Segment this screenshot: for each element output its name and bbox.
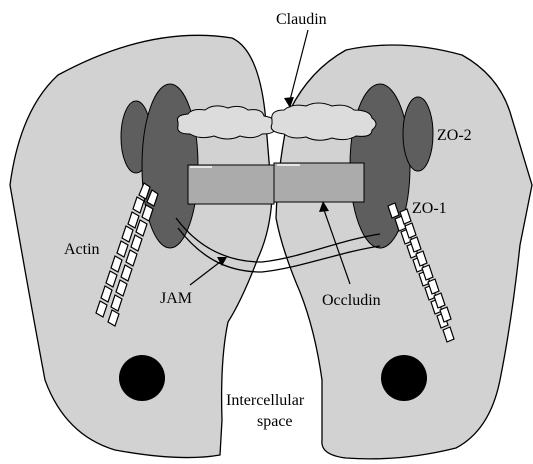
zo2-label: ZO-2 (437, 127, 472, 144)
space-label: space (257, 413, 293, 430)
occludin-right-block (274, 163, 364, 202)
jam-label: JAM (160, 290, 192, 307)
zo1-label: ZO-1 (412, 200, 447, 217)
occludin-left-block (188, 165, 274, 204)
occludin-label: Occludin (322, 292, 381, 309)
intercellular-label: Intercellular (226, 392, 305, 409)
right-zo2-plaque (403, 97, 433, 171)
claudin-left-cloud (177, 106, 274, 139)
right-nucleus (381, 355, 427, 401)
left-nucleus (119, 355, 165, 401)
claudin-label: Claudin (276, 11, 327, 28)
actin-label: Actin (64, 241, 100, 258)
